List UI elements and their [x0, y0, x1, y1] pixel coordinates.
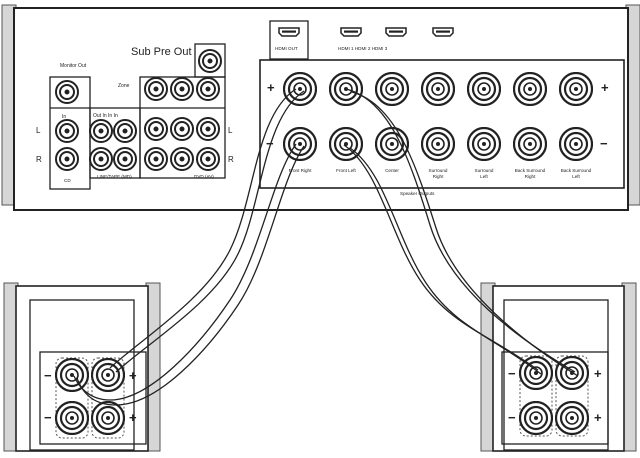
in-label: In	[62, 114, 66, 120]
input-panel	[49, 43, 226, 190]
receiver-panel	[1, 4, 640, 211]
cable-front-right-minus-b	[76, 145, 305, 406]
center-minus-terminal	[375, 127, 409, 161]
dvd-jack-5	[170, 147, 194, 171]
tape-out-right-jack	[89, 147, 113, 171]
right-channel-label-2: R	[228, 155, 234, 164]
left-speaker-plus-top-terminal	[91, 358, 125, 392]
speaker-outputs-block	[259, 59, 625, 189]
right-channel-label-1: R	[36, 155, 42, 164]
dvd-jack-2	[170, 117, 194, 141]
cable-front-left-plus-b	[351, 91, 579, 377]
zone-jack-2	[170, 77, 194, 101]
receiver-minus-right: −	[600, 136, 608, 151]
tape-in-right-jack	[113, 147, 137, 171]
sub-pre-out-jack	[198, 49, 222, 73]
out-in-label: Out In In In	[93, 113, 118, 119]
hdmi-3-port	[432, 27, 454, 37]
back-surround-left-minus-terminal	[559, 127, 593, 161]
hdmi-out-port	[278, 27, 300, 37]
front-left-minus-terminal	[329, 127, 363, 161]
zone-jack-1	[144, 77, 168, 101]
dvd-jack-4	[144, 147, 168, 171]
hdmi-2-port	[385, 27, 407, 37]
right-speaker-plus-top: +	[594, 366, 602, 381]
surround-left-plus-terminal	[467, 72, 501, 106]
receiver-plus-left: +	[267, 80, 275, 95]
tape-out-left-jack	[89, 119, 113, 143]
right-speaker-minus-bottom: −	[508, 410, 516, 425]
zone-label: Zone	[118, 83, 130, 89]
back-surround-right-plus-terminal	[513, 72, 547, 106]
surround-right-minus-terminal	[421, 127, 455, 161]
sub-pre-out-label: Sub Pre Out	[131, 46, 192, 58]
left-speaker-plus-top: +	[129, 368, 137, 383]
right-speaker-minus-bottom-terminal	[519, 401, 553, 435]
left-speaker-plus-bottom-terminal	[91, 401, 125, 435]
speaker-outputs-label: Speaker Outputs	[400, 191, 435, 196]
speaker-channel-label: Front Right	[289, 168, 312, 173]
cable-front-left-minus-b	[349, 147, 542, 375]
right-speaker-minus-top: −	[508, 366, 516, 381]
speaker-cables	[73, 88, 579, 406]
left-speaker	[3, 282, 161, 452]
center-plus-terminal	[375, 72, 409, 106]
tape-in-left-jack	[113, 119, 137, 143]
left-speaker-minus-top: −	[44, 368, 52, 383]
cable-front-right-minus-a	[73, 143, 297, 401]
front-right-plus-terminal	[283, 72, 317, 106]
receiver-minus-left: −	[266, 136, 274, 151]
monitor-out-jack	[55, 80, 79, 104]
right-speaker	[480, 282, 637, 452]
left-speaker-minus-bottom-terminal	[55, 401, 89, 435]
right-speaker-plus-bottom: +	[594, 410, 602, 425]
cd-label: CD	[64, 178, 71, 183]
cd-in-left-jack	[55, 119, 79, 143]
cable-front-right-plus-a	[109, 88, 297, 369]
speaker-channel-label: Center	[385, 168, 399, 173]
back-surround-right-minus-terminal	[513, 127, 547, 161]
dvd-jack-6	[196, 147, 220, 171]
monitor-out-label: Monitor Out	[60, 63, 87, 69]
speaker-channel-label: Front Left	[336, 168, 356, 173]
cd-in-right-jack	[55, 147, 79, 171]
tape-label: LINE/TAPE (MD)	[97, 174, 132, 179]
left-speaker-plus-bottom: +	[129, 410, 137, 425]
hdmi-out-label: HDMI OUT	[275, 46, 298, 51]
hdmi-inputs-label: HDMI 1 HDMI 2 HDMI 3	[338, 46, 388, 51]
left-speaker-minus-top-terminal	[55, 358, 89, 392]
zone-jack-3	[196, 77, 220, 101]
left-channel-label-2: L	[228, 126, 233, 135]
cable-front-right-plus-b	[115, 90, 305, 373]
back-surround-left-plus-terminal	[559, 72, 593, 106]
hdmi-section	[269, 20, 454, 60]
receiver-plus-right: +	[601, 80, 609, 95]
left-channel-label-1: L	[36, 126, 41, 135]
dvd-label: DVD (AV)	[194, 174, 214, 179]
dvd-jack-1	[144, 117, 168, 141]
dvd-jack-3	[196, 117, 220, 141]
left-speaker-minus-bottom: −	[44, 410, 52, 425]
surround-right-plus-terminal	[421, 72, 455, 106]
hdmi-1-port	[340, 27, 362, 37]
right-speaker-plus-bottom-terminal	[555, 401, 589, 435]
surround-left-minus-terminal	[467, 127, 501, 161]
